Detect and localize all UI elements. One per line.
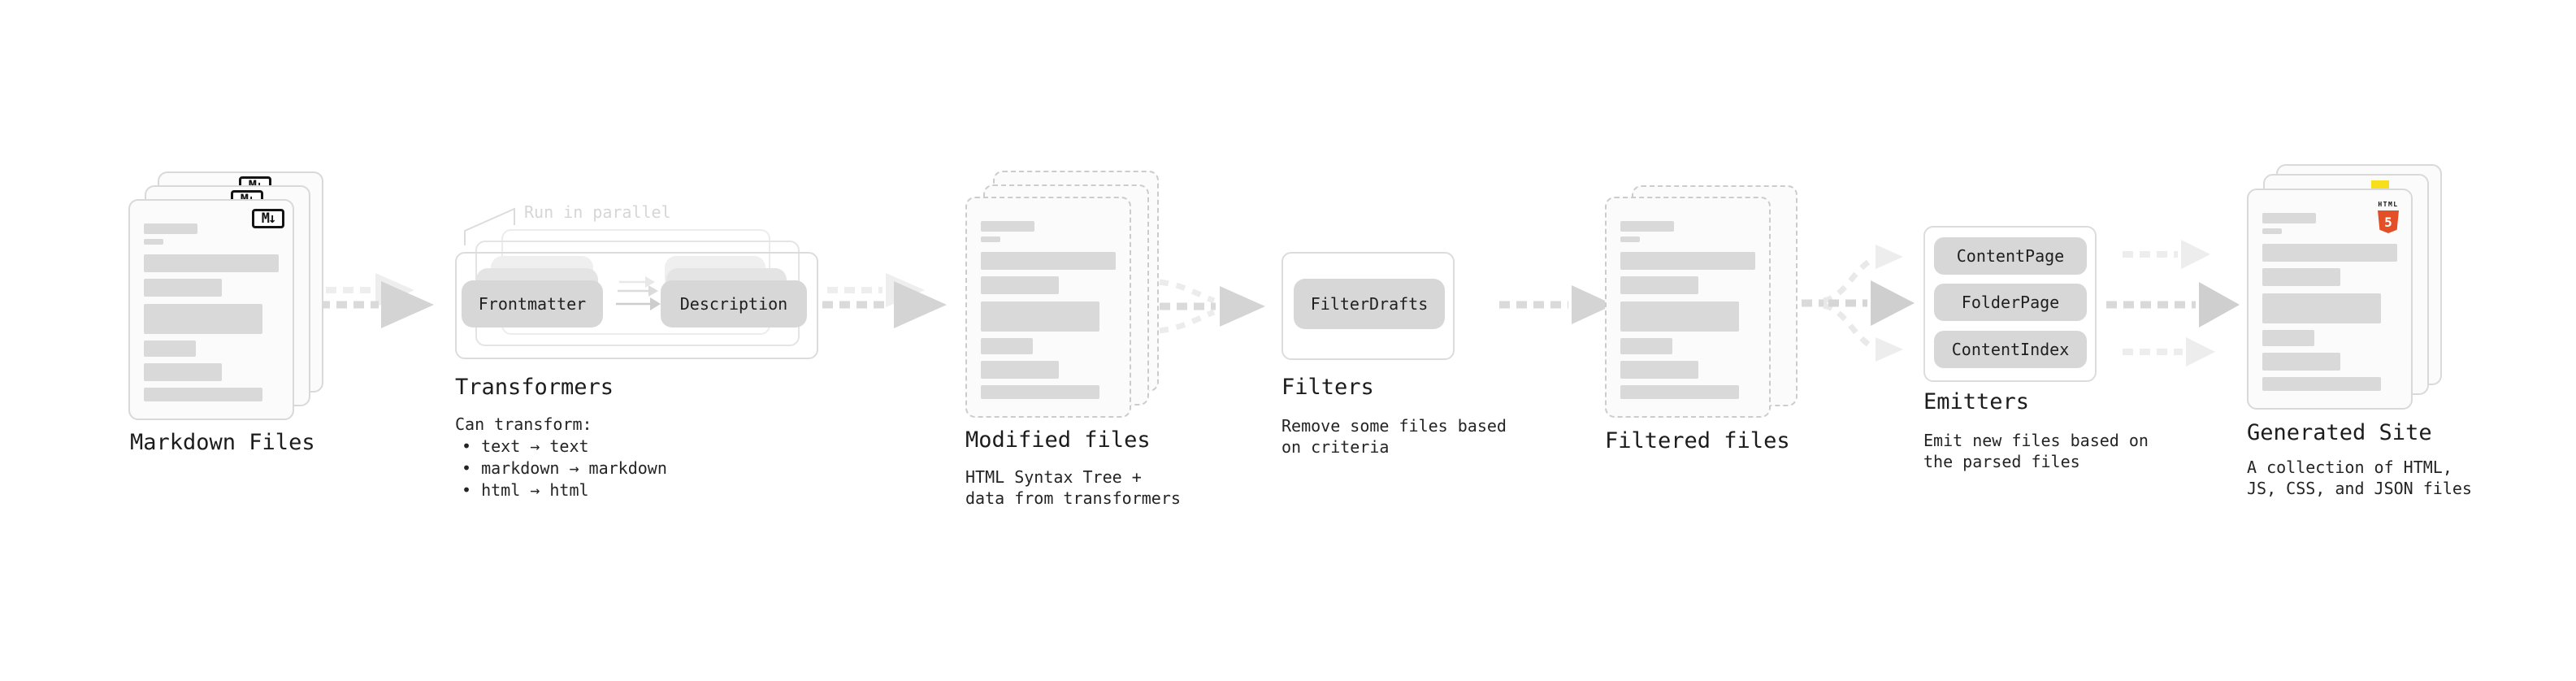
text-line-placeholder — [1620, 252, 1755, 270]
desc-line: on criteria — [1281, 437, 1390, 457]
filterdrafts-box: FilterDrafts — [1294, 279, 1445, 329]
text-line-placeholder — [1620, 276, 1698, 294]
stage-title: Filters — [1281, 375, 1374, 400]
stage-description: Remove some files based on criteria — [1281, 415, 1507, 458]
text-line-placeholder — [981, 236, 1000, 242]
text-line-placeholder — [981, 276, 1059, 294]
desc-line: A collection of HTML, — [2247, 458, 2452, 477]
modified-file-doc — [965, 197, 1131, 418]
generated-file-doc: HTML 5 — [2247, 189, 2413, 410]
text-line-placeholder — [144, 363, 222, 381]
text-line-placeholder — [144, 254, 279, 272]
text-line-placeholder — [981, 338, 1033, 354]
arrow-filters-to-filtered — [1499, 285, 1614, 324]
text-line-placeholder — [1620, 338, 1672, 354]
arrow-modified-to-filters — [1142, 278, 1265, 335]
text-line-placeholder — [1620, 236, 1640, 242]
text-line-placeholder — [144, 239, 163, 245]
desc-line: JS, CSS, and JSON files — [2247, 479, 2472, 498]
text-line-placeholder — [981, 301, 1099, 332]
markdown-icon: M↓ — [252, 209, 284, 228]
text-line-placeholder — [144, 388, 262, 401]
markdown-file-doc: M↓ — [128, 199, 294, 420]
text-line-placeholder — [2262, 377, 2381, 391]
stage-title: Markdown Files — [130, 430, 315, 455]
stage-title: Modified files — [965, 427, 1151, 453]
desc-line: • text → text — [462, 436, 589, 456]
parallel-run-arrows — [616, 276, 661, 310]
desc-line: data from transformers — [965, 488, 1181, 508]
text-line-placeholder — [2262, 293, 2381, 323]
text-line-placeholder — [981, 385, 1099, 399]
arrow-transformers-to-modified — [822, 273, 947, 328]
transformer-group-box — [455, 252, 818, 359]
text-line-placeholder — [2262, 268, 2340, 286]
text-line-placeholder — [144, 223, 197, 234]
folderpage-box: FolderPage — [1934, 284, 2087, 321]
text-line-placeholder — [2262, 228, 2282, 234]
desc-line: HTML Syntax Tree + — [965, 467, 1142, 487]
text-line-placeholder — [2262, 213, 2316, 223]
filtered-file-doc — [1605, 197, 1771, 418]
desc-line: • markdown → markdown — [462, 458, 667, 478]
stage-description: Emit new files based on the parsed files — [1923, 430, 2149, 472]
html5-icon: HTML 5 — [2375, 194, 2401, 233]
text-line-placeholder — [1620, 221, 1674, 232]
html5-icon-shield: 5 — [2378, 210, 2399, 233]
frontmatter-box: Frontmatter — [462, 280, 603, 327]
stage-title: Transformers — [455, 375, 614, 400]
text-line-placeholder — [2262, 244, 2397, 262]
text-line-placeholder — [1620, 385, 1739, 399]
text-line-placeholder — [2262, 353, 2340, 371]
arrow-filtered-to-emitters — [1785, 245, 1915, 362]
text-line-placeholder — [144, 340, 196, 357]
desc-line: • html → html — [462, 480, 589, 500]
text-line-placeholder — [1620, 361, 1698, 379]
html5-icon-label: HTML — [2378, 201, 2399, 208]
text-line-placeholder — [2262, 330, 2314, 346]
text-line-placeholder — [981, 221, 1034, 232]
emitters-group-box — [1923, 226, 2097, 382]
desc-line: Can transform: — [455, 414, 592, 434]
run-in-parallel-note: Run in parallel — [524, 202, 671, 222]
text-line-placeholder — [1620, 301, 1739, 332]
contentindex-box: ContentIndex — [1934, 331, 2087, 368]
description-box: Description — [661, 280, 807, 327]
stage-description: Can transform: • text → text • markdown … — [455, 414, 667, 501]
text-line-placeholder — [144, 279, 222, 297]
stage-title: Generated Site — [2247, 420, 2432, 445]
text-line-placeholder — [981, 252, 1116, 270]
desc-line: Emit new files based on — [1923, 431, 2149, 450]
filters-group-box — [1281, 252, 1455, 360]
arrow-emitters-to-generated — [2106, 240, 2240, 367]
stage-title: Emitters — [1923, 389, 2030, 414]
contentpage-box: ContentPage — [1934, 237, 2087, 275]
stage-description: HTML Syntax Tree + data from transformer… — [965, 466, 1181, 509]
text-line-placeholder — [981, 361, 1059, 379]
desc-line: Remove some files based — [1281, 416, 1507, 436]
note-callout-line — [464, 207, 515, 245]
stage-description: A collection of HTML, JS, CSS, and JSON … — [2247, 457, 2472, 499]
text-line-placeholder — [144, 304, 262, 334]
stage-title: Filtered files — [1605, 428, 1790, 453]
desc-line: the parsed files — [1923, 452, 2080, 471]
